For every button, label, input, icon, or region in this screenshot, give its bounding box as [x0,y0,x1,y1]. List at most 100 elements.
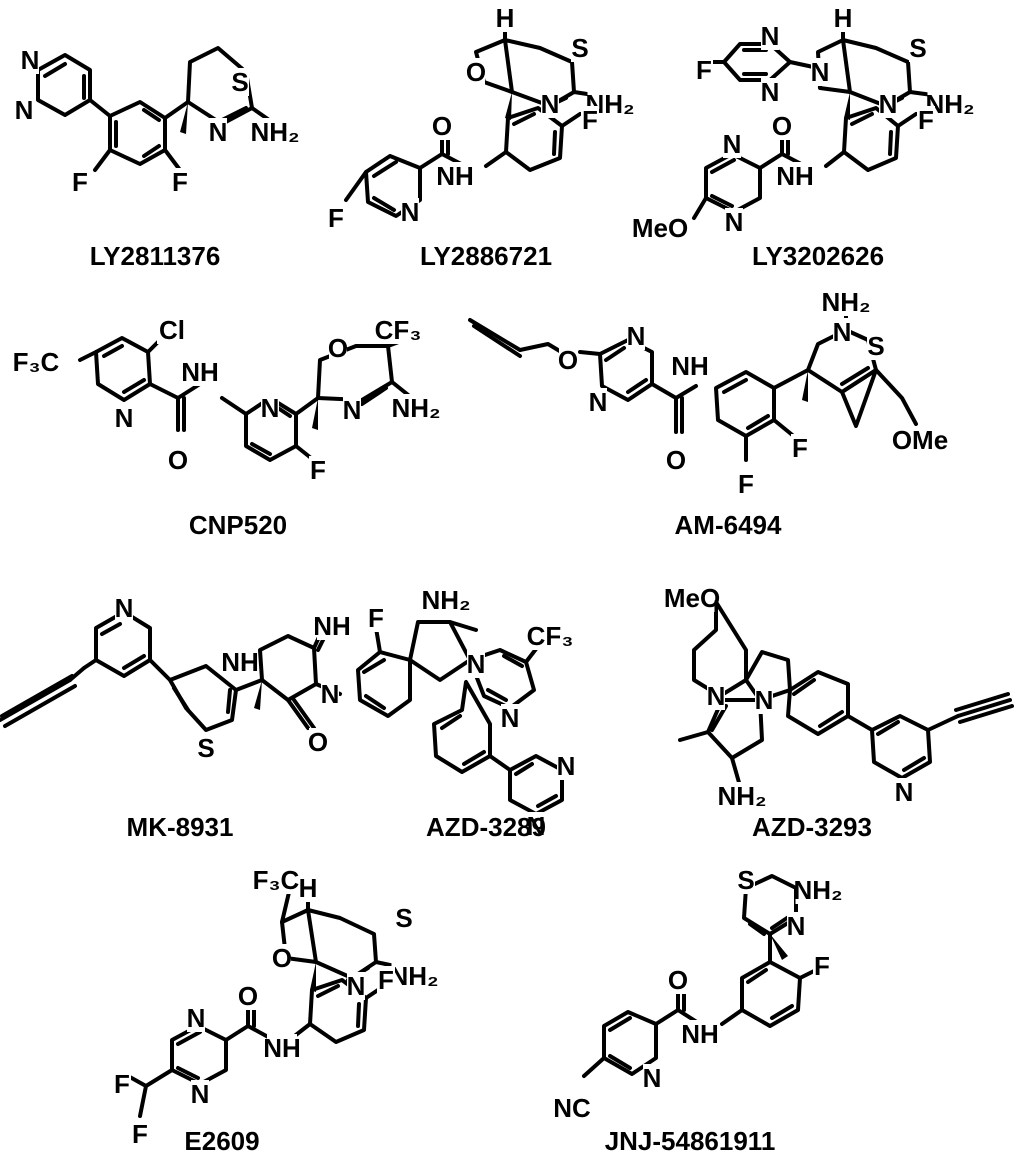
atom-label: N [707,681,726,711]
atom-label: N [115,403,134,433]
caption-azd3289: AZD-3289 [426,812,546,842]
atom-label-bg [780,162,810,190]
atom-label-bg [761,78,779,106]
atom-label: N [761,77,780,107]
atom-label: NH [671,351,709,381]
atom-label-bg [15,96,33,124]
atom-label: NH [776,161,814,191]
atom-label-bg [261,394,279,422]
atom-label: F [738,469,754,499]
atom-label-bg [559,346,577,374]
atom-label: NH [221,647,259,677]
atom-label: O [558,345,578,375]
atom-label-bg [737,866,755,894]
atom-label-bg [267,1034,297,1062]
atom-label-bg [347,972,365,1000]
atom-label: MeO [632,213,688,243]
atom-label-bg [273,944,291,972]
structure-azd3289 [356,620,564,816]
atom-label-bg [115,594,133,622]
atom-label: F [378,965,394,995]
atom-label: CF₃ [375,315,422,345]
atom-label: O [168,445,188,475]
caption-mk8931: MK-8931 [127,812,234,842]
atom-label-bg [643,1064,661,1092]
atom-label: Cl [159,315,185,345]
atom-label: S [867,331,884,361]
atom-label-bg [309,728,327,756]
atom-label: S [909,33,926,63]
atom-label: O [272,943,292,973]
atom-label: OMe [892,425,948,455]
structure-am6494 [468,310,918,462]
atom-label-bg [795,876,841,904]
atom-label: F [72,167,88,197]
atom-label: F [310,455,326,485]
atom-label: N [557,751,576,781]
atom-label: MeO [664,583,720,613]
atom-label: N [787,911,806,941]
atom-label-bg [917,106,935,134]
caption-ly2811376: LY2811376 [90,241,221,271]
atom-label: H [299,873,318,903]
atom-label-bg [113,1070,131,1098]
atom-label: N [541,89,560,119]
atom-label: F [696,55,712,85]
atom-label-bg [895,778,913,806]
atom-label-bg [309,456,327,484]
atom-label-bg [393,394,439,422]
atom-label: F [918,105,934,135]
atom-label: NC [553,1093,591,1123]
atom-label: F [814,951,830,981]
atom-label-bg [231,68,249,96]
structure-azd3293 [678,600,1014,788]
atom-label-bg [299,874,317,902]
atom-label: F₃C [253,865,300,895]
atom-label: N [725,207,744,237]
atom-label-bg [467,58,485,86]
atom-label-bg [527,812,545,840]
atom-label: O [308,727,328,757]
atom-label-bg [501,704,519,732]
atom-label: CF₃ [527,621,574,651]
atom-label: NH₂ [717,781,766,811]
atom-label-bg [695,56,713,84]
atom-label: NH [181,357,219,387]
atom-label-bg [867,332,885,360]
atom-label-bg [157,316,187,344]
atom-label-bg [343,396,361,424]
atom-label: F [582,105,598,135]
atom-label: O [666,445,686,475]
atom-label-bg [375,316,421,344]
atom-label-bg [321,680,339,708]
atom-label-bg [909,34,927,62]
atom-label-bg [185,358,215,386]
atom-label: N [261,393,280,423]
atom-label-bg [317,612,347,640]
atom-label-bg [131,1120,149,1148]
caption-am6494: AM-6494 [675,510,782,540]
atom-label: N [209,117,228,147]
atom-label-bg [433,112,451,140]
atom-label-bg [401,198,419,226]
atom-label: S [395,903,412,933]
atom-label-bg [675,352,705,380]
atom-label: N [321,679,340,709]
atom-label: H [834,3,853,33]
atom-label-bg [589,388,607,416]
atom-label-bg [581,106,599,134]
atom-label: NH₂ [793,875,842,905]
atom-label: F [114,1069,130,1099]
atom-label-bg [395,904,413,932]
caption-cnp520: CNP520 [189,510,287,540]
caption-ly3202626: LY3202626 [752,241,884,271]
caption-ly2886721: LY2886721 [420,241,552,271]
atom-label-bg [833,318,851,346]
atom-label: F [172,167,188,197]
atom-label-bg [755,686,773,714]
atom-label: NH [681,1019,719,1049]
atom-label: S [737,865,754,895]
atom-label-bg [171,168,189,196]
